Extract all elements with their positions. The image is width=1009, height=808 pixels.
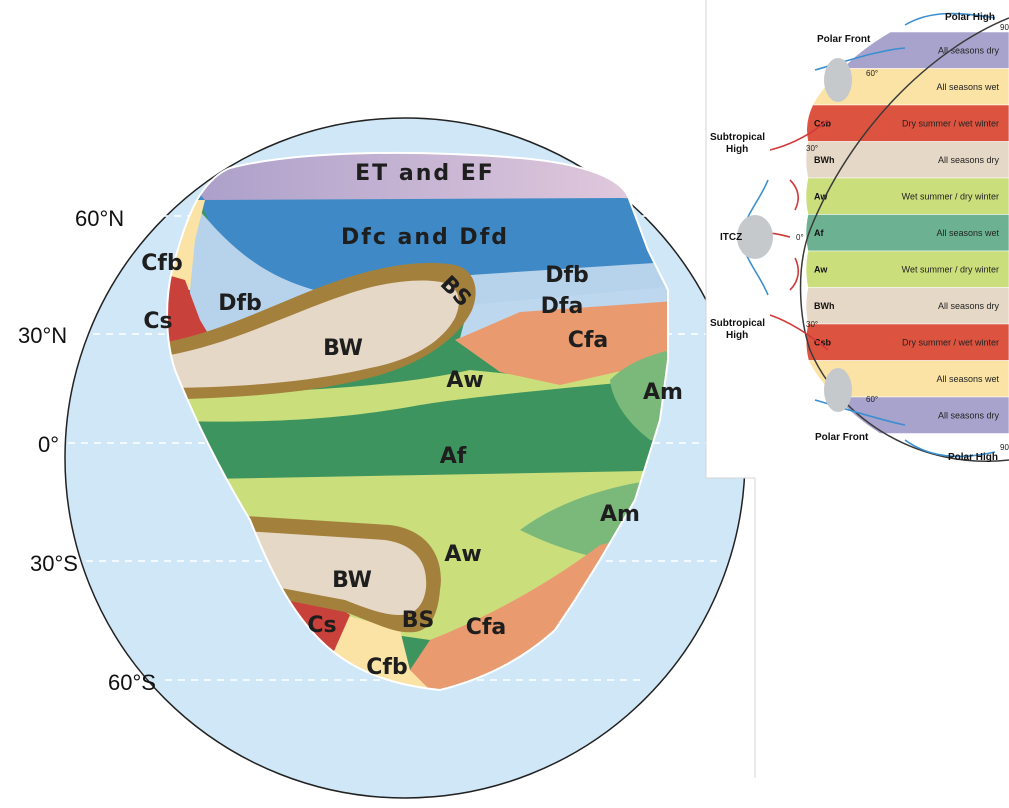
degree-60-bottom: 60° [866, 395, 878, 404]
inset-band-code: Aw [814, 191, 828, 201]
latitude-label-0: 0° [38, 432, 59, 457]
inset-band-code: BWh [814, 301, 835, 311]
label-cs-north: Cs [143, 309, 172, 334]
label-bw-north: BW [323, 336, 363, 361]
inset-band-code: BWh [814, 155, 835, 165]
latitude-label-60n: 60°N [75, 206, 124, 231]
inset-band-description: All seasons wet [936, 82, 999, 92]
region-am-north [610, 345, 668, 440]
label-aw-south: Aw [444, 542, 481, 567]
label-polar-high-bottom: Polar High [948, 452, 998, 463]
label-polar-front-top: Polar Front [817, 34, 871, 45]
inset-band-code: Aw [814, 264, 828, 274]
label-et-ef: ET and EF [355, 161, 495, 186]
inset-band-code: Csb [814, 337, 832, 347]
label-aw-north: Aw [446, 368, 483, 393]
inset-band-description: All seasons dry [938, 155, 1000, 165]
degree-90-top: 90 [1000, 23, 1009, 32]
latitude-label-60s: 60°S [108, 670, 156, 695]
inset-hemisphere-outline [799, 17, 1009, 462]
region-dfb-east [470, 255, 668, 305]
label-polar-high-top: Polar High [945, 12, 995, 23]
label-dfc-dfd: Dfc and Dfd [341, 225, 509, 250]
degree-30-top: 30° [806, 144, 818, 153]
degree-0: 0° [796, 233, 804, 242]
region-cfa-north [455, 295, 668, 385]
inset-band-description: All seasons wet [936, 374, 999, 384]
label-cfa-south: Cfa [466, 615, 507, 640]
label-cs-south: Cs [307, 613, 336, 638]
degree-90-bottom: 90 [1000, 443, 1009, 452]
inset-band-description: All seasons dry [938, 301, 1000, 311]
label-am-south: Am [600, 502, 640, 527]
label-polar-front-bottom: Polar Front [815, 432, 869, 443]
label-itcz: ITCZ [720, 232, 742, 243]
label-bw-south: BW [332, 568, 372, 593]
inset-band-description: All seasons dry [938, 410, 1000, 420]
continent-outline [166, 151, 669, 692]
inset-band-code: Af [814, 228, 824, 238]
label-cfb-south: Cfb [366, 655, 407, 680]
inset-band-description: Wet summer / dry winter [902, 264, 999, 274]
label-dfb-east: Dfb [545, 263, 589, 288]
degree-30-bottom: 30° [806, 320, 818, 329]
label-cfb-north: Cfb [141, 251, 182, 276]
label-af: Af [440, 444, 467, 469]
label-dfb-west: Dfb [218, 291, 262, 316]
latitude-label-30n: 30°N [18, 323, 67, 348]
inset-band-description: All seasons wet [936, 228, 999, 238]
degree-60-top: 60° [866, 69, 878, 78]
latitude-label-30s: 30°S [30, 551, 78, 576]
label-dfa: Dfa [541, 294, 584, 319]
inset-band-description: Dry summer / wet winter [902, 337, 999, 347]
region-dfa [460, 280, 668, 338]
label-cfa-north: Cfa [568, 328, 609, 353]
label-bs-south: BS [402, 608, 435, 633]
label-am-north: Am [643, 380, 683, 405]
inset-band-description: Wet summer / dry winter [902, 191, 999, 201]
region-bw-north [167, 280, 459, 388]
inset-band-description: Dry summer / wet winter [902, 118, 999, 128]
inset-band-description: All seasons dry [938, 45, 1000, 55]
front-clouds [737, 58, 852, 412]
region-cs-north [167, 270, 215, 350]
